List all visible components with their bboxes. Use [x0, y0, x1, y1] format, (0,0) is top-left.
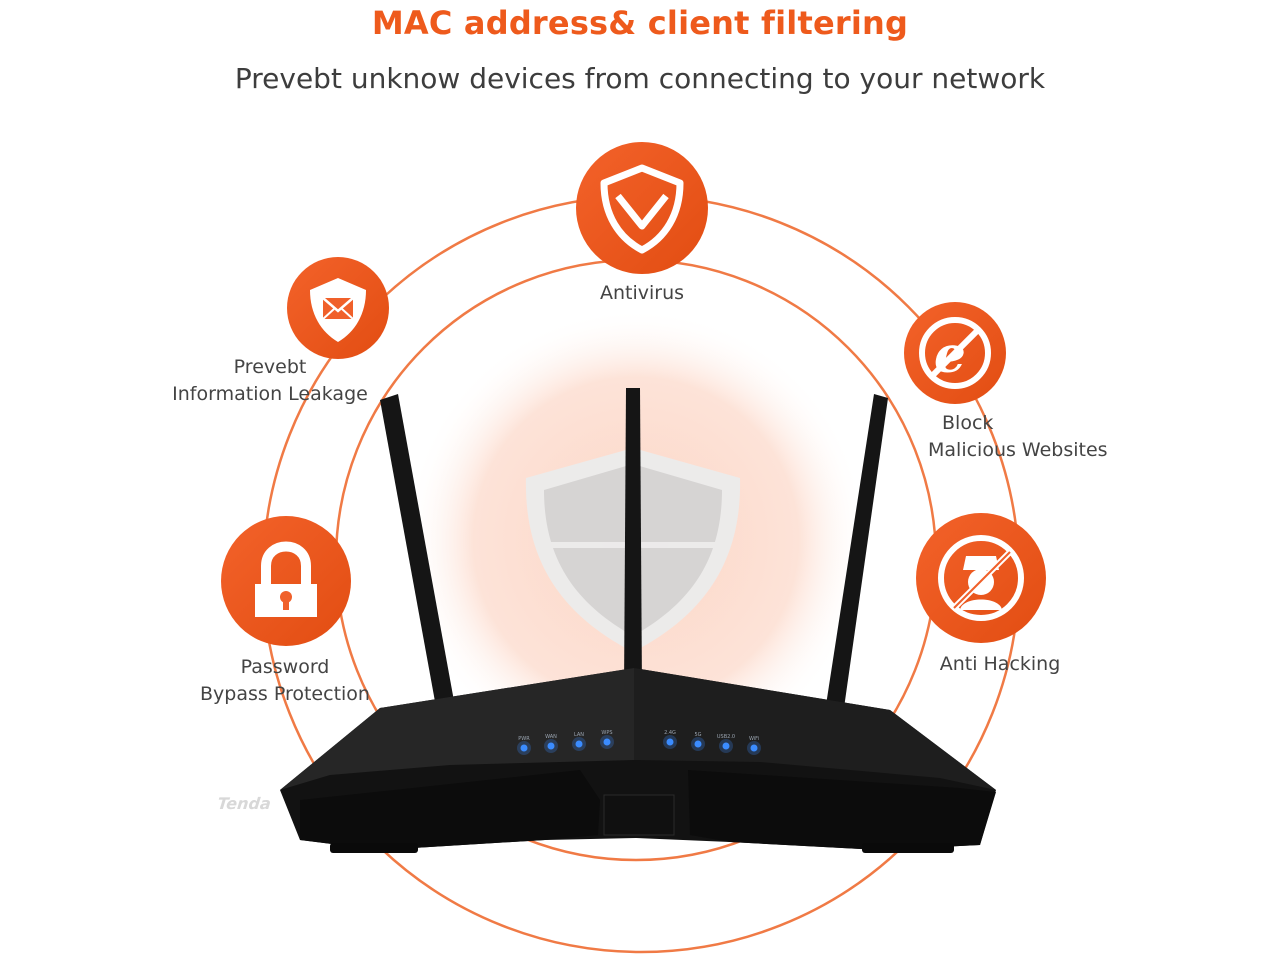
led-right-1: [694, 740, 702, 748]
led-right-2: [722, 742, 730, 750]
led-glow-right-3: [747, 741, 761, 755]
feature-label-info-leakage: Prevebt Information Leakage: [172, 356, 368, 405]
led-label-right-0: 2.4G: [664, 730, 676, 736]
led-left-0: [520, 744, 528, 752]
feature-label-malicious-websites: Block Malicious Websites: [928, 412, 1108, 461]
malicious-websites-feature: e: [904, 302, 1006, 404]
info-leakage-feature: [287, 257, 389, 359]
led-label-left-1: WAN: [545, 734, 557, 740]
feature-label-antivirus: Antivirus: [599, 282, 685, 304]
envelope-shield-icon: [310, 278, 366, 342]
page-title: MAC address& client filtering: [371, 4, 909, 42]
antivirus-feature: [576, 142, 708, 274]
router-brand: Tenda: [217, 794, 272, 813]
led-glow-left-3: [600, 735, 614, 749]
led-label-left-3: WPS: [601, 730, 612, 736]
led-left-3: [603, 738, 611, 746]
feature-label-password-bypass: Password Bypass Protection: [200, 656, 370, 705]
router-body: Tenda: [217, 668, 996, 853]
padlock-icon: [255, 541, 317, 617]
router-leds: PWR WAN LAN WPS 2.4G 5G USB2.0 WiFi: [517, 730, 761, 755]
led-right-3: [750, 744, 758, 752]
led-right-0: [666, 738, 674, 746]
shield-check-icon: [600, 164, 684, 254]
led-glow-left-2: [572, 737, 586, 751]
router-antennas: [380, 388, 888, 722]
password-bypass-feature: [221, 516, 351, 646]
led-glow-right-2: [719, 739, 733, 753]
led-label-right-3: WiFi: [749, 736, 759, 742]
led-label-right-2: USB2.0: [717, 734, 735, 740]
anti-hacking-feature: [916, 513, 1046, 643]
led-label-right-1: 5G: [694, 732, 701, 738]
led-glow-left-1: [544, 739, 558, 753]
led-glow-right-0: [663, 735, 677, 749]
led-left-2: [575, 740, 583, 748]
feature-label-anti-hacking: Anti Hacking: [939, 653, 1061, 675]
led-label-left-2: LAN: [574, 732, 584, 738]
blocked-browser-icon: e: [919, 317, 991, 389]
led-glow-right-1: [691, 737, 705, 751]
led-glow-left-0: [517, 741, 531, 755]
led-label-left-0: PWR: [518, 736, 530, 742]
led-left-1: [547, 742, 555, 750]
page-subtitle: Prevebt unknow devices from connecting t…: [234, 62, 1046, 95]
blocked-hacker-icon: [938, 535, 1024, 621]
